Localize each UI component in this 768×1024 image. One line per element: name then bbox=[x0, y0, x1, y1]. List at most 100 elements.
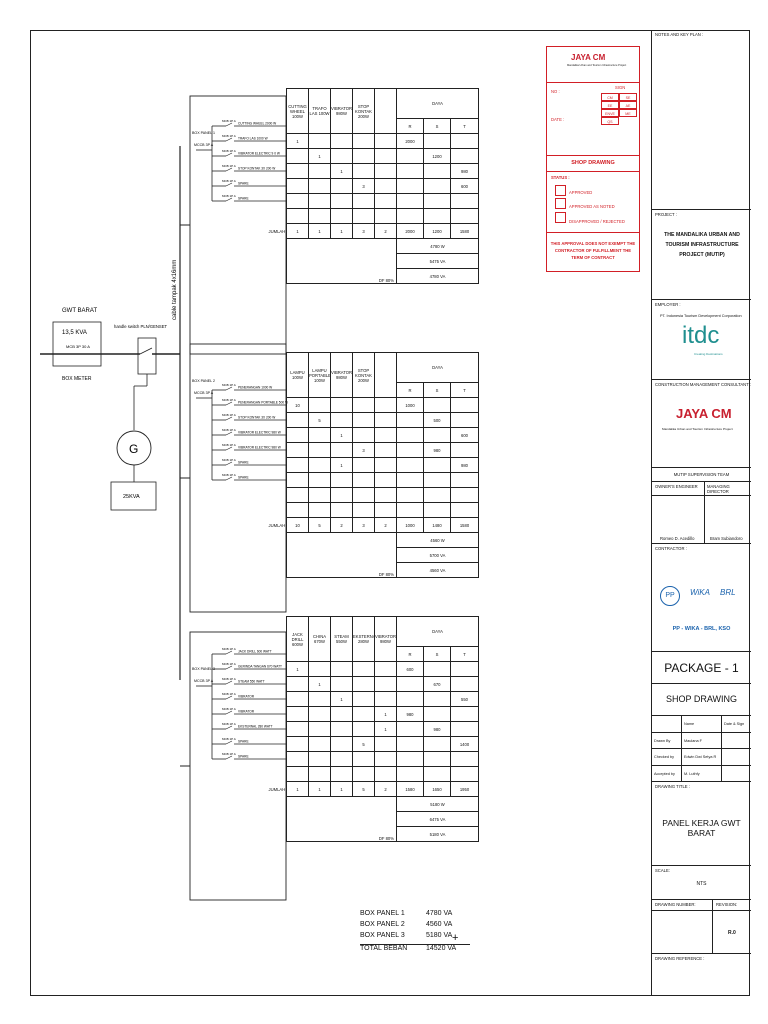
phase-cell bbox=[396, 676, 424, 692]
qty-cell bbox=[286, 442, 309, 458]
qty-cell: 3 bbox=[352, 178, 375, 194]
jumlah-cell: 1 bbox=[308, 223, 331, 239]
qty-cell bbox=[308, 397, 331, 413]
sign-cell: Date & Sign bbox=[724, 722, 745, 726]
jumlah-phase: 1580 bbox=[449, 517, 480, 533]
phase-cell bbox=[396, 766, 424, 782]
qty-cell bbox=[352, 676, 375, 692]
qty-cell bbox=[330, 133, 353, 149]
jumlah-phase: 1000 bbox=[396, 517, 424, 533]
notes-label: NOTES AND KEY PLAN : bbox=[655, 32, 704, 37]
qty-cell bbox=[286, 193, 309, 209]
phase-cell bbox=[449, 133, 480, 149]
qty-cell bbox=[286, 502, 309, 518]
qty-cell bbox=[308, 442, 331, 458]
phase-cell: 600 bbox=[449, 178, 480, 194]
tb-contractor: CONTRACTOR : PP WiKA BRL PP - WIKA - BRL… bbox=[652, 544, 751, 652]
table-row bbox=[286, 208, 480, 224]
col-header: VIBRATOR 980W bbox=[330, 352, 353, 398]
mccb-label: MCCB 3P A bbox=[194, 679, 214, 683]
summary-value: 4780 VA bbox=[426, 910, 453, 917]
drawing-title: PANEL KERJA GWT BARAT bbox=[662, 818, 741, 838]
stamp-no: NO : bbox=[551, 89, 560, 94]
qty-cell: 10 bbox=[286, 397, 309, 413]
phase-cell bbox=[423, 208, 451, 224]
qty-cell bbox=[308, 457, 331, 473]
table-row bbox=[286, 193, 480, 209]
qty-cell: 1 bbox=[308, 676, 331, 692]
director-name: Bram Subiandoro bbox=[710, 536, 743, 541]
mcb-label: MCB 1P A bbox=[222, 383, 236, 387]
mcb-label: MCB 1P A bbox=[222, 647, 236, 651]
circuit-label: EKSTERNAL 280 WATT bbox=[238, 725, 273, 729]
phase-cell bbox=[449, 706, 480, 722]
qty-cell bbox=[308, 751, 331, 767]
phase-cell bbox=[423, 766, 451, 782]
project-title: THE MANDALIKA URBAN AND TOURISM INFRASTR… bbox=[664, 232, 740, 258]
qty-cell bbox=[308, 766, 331, 782]
jumlah-cell: 5 bbox=[308, 517, 331, 533]
qty-cell: 1 bbox=[286, 661, 309, 677]
mcb-label: MCB 1P A bbox=[222, 428, 236, 432]
circuit-label: STOP KONTAK 3X 200 W bbox=[238, 416, 275, 420]
qty-cell bbox=[330, 472, 353, 488]
qty-cell bbox=[352, 163, 375, 179]
stamp-logo: JAYA CM bbox=[571, 53, 606, 62]
tb-employer: EMPLOYER : PT. Indonesia Tourism Develop… bbox=[652, 300, 751, 380]
tb-scale: SCALE: NTS bbox=[652, 866, 751, 900]
source-label: GWT BARAT bbox=[62, 308, 97, 314]
phase-cell bbox=[449, 442, 480, 458]
brl-logo: BRL bbox=[720, 588, 736, 597]
col-header: VIBRATOR 980W bbox=[374, 616, 397, 662]
mcb-label: MCB 1P A bbox=[222, 398, 236, 402]
phase-cell bbox=[449, 502, 480, 518]
genset-label: 25KVA bbox=[123, 494, 140, 500]
qty-cell bbox=[286, 472, 309, 488]
cable-label: cable tampak 4x16mm bbox=[172, 260, 178, 320]
phase-cell bbox=[449, 661, 480, 677]
circuit-label: STEAM 550 WATT bbox=[238, 680, 265, 684]
qty-cell bbox=[374, 751, 397, 767]
phase-cell bbox=[396, 721, 424, 737]
qty-cell bbox=[330, 721, 353, 737]
tb-drawing-title: DRAWING TITLE : PANEL KERJA GWT BARAT bbox=[652, 782, 751, 866]
qty-cell bbox=[374, 736, 397, 752]
mcb-label: MCB 1P A bbox=[222, 692, 236, 696]
qty-cell bbox=[308, 487, 331, 503]
qty-cell bbox=[374, 442, 397, 458]
summary-panel: BOX PANEL 2 bbox=[360, 921, 405, 928]
wika-logo: WiKA bbox=[690, 588, 710, 597]
df-label: DF 80% bbox=[378, 836, 394, 841]
project-label: PROJECT : bbox=[655, 212, 677, 217]
jumlah-side-label: JUMLAH bbox=[268, 522, 286, 528]
daya-header: DAYA bbox=[395, 352, 480, 383]
total-value: 14520 VA bbox=[426, 945, 457, 952]
phase-cell: 550 bbox=[449, 691, 480, 707]
qty-cell bbox=[374, 502, 397, 518]
tb-roles: OWNER'S ENGINEER MANAGING DIRECTOR bbox=[652, 482, 751, 544]
stamp-role: EE bbox=[601, 101, 619, 109]
phase-cell bbox=[396, 178, 424, 194]
qty-cell bbox=[374, 472, 397, 488]
col-header: STOP KONTAK 200W bbox=[352, 352, 375, 398]
meter-label: BOX METER bbox=[62, 376, 92, 382]
sign-cell bbox=[722, 766, 751, 782]
phase-cell: 1000 bbox=[396, 397, 424, 413]
title-block: NOTES AND KEY PLAN : PROJECT : THE MANDA… bbox=[651, 30, 751, 996]
phase-cell bbox=[396, 472, 424, 488]
changeover-switch bbox=[137, 337, 157, 375]
jumlah-cell: 1 bbox=[308, 781, 331, 797]
mcb-label: MCB 1P A bbox=[222, 737, 236, 741]
qty-cell bbox=[352, 502, 375, 518]
phase-cell bbox=[423, 133, 451, 149]
qty-cell bbox=[330, 148, 353, 164]
